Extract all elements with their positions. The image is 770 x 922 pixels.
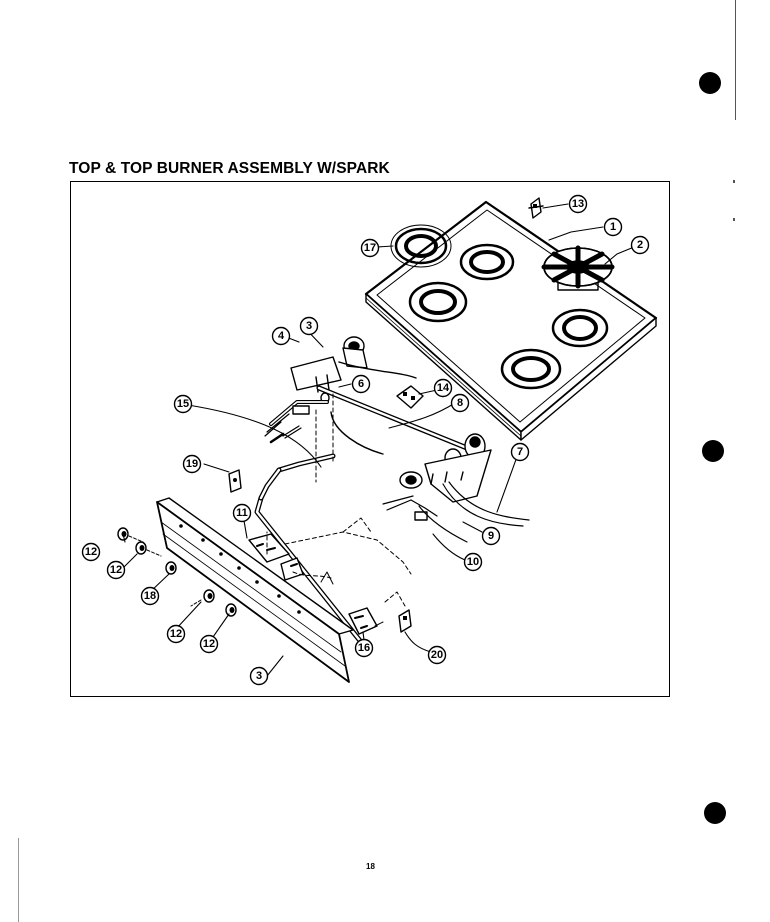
callout-11: 11: [232, 503, 252, 523]
callout-label: 11: [236, 507, 248, 519]
burner-grate-ring: [408, 281, 468, 323]
spark-module: [396, 385, 424, 409]
callout-label: 12: [170, 628, 182, 640]
callout-18: 18: [140, 586, 160, 606]
spark-burner-head: [541, 245, 615, 291]
callout-3-panel: 3: [249, 666, 269, 686]
callout-label: 9: [488, 530, 494, 542]
assembly-drawing: 1 2 3 3 4 6 7 8 9 10 11 12 12 12 12 13 1…: [81, 194, 658, 686]
control-knob: [190, 589, 215, 607]
igniter-switch-cluster: [248, 533, 334, 585]
callout-12-b: 12: [106, 560, 126, 580]
callout-7: 7: [510, 442, 530, 462]
wire-harness-dashed: [266, 517, 412, 607]
page-number: 18: [366, 862, 375, 871]
callout-label: 2: [637, 239, 643, 251]
diagram-frame: 1 2 3 3 4 6 7 8 9 10 11 12 12 12 12 13 1…: [70, 181, 670, 697]
callout-19: 19: [182, 454, 202, 474]
control-knob: [117, 527, 144, 543]
callout-15: 15: [173, 394, 193, 414]
igniter-switch: [348, 607, 384, 635]
diagram-title: TOP & TOP BURNER ASSEMBLY w/SPARK: [69, 160, 390, 177]
callout-12-c: 12: [166, 624, 186, 644]
callout-label: 12: [85, 546, 97, 558]
callout-label: 7: [517, 446, 523, 458]
callout-20: 20: [427, 645, 447, 665]
burner-valve-assembly: [264, 336, 530, 543]
callout-3-top: 3: [299, 316, 319, 336]
callout-2: 2: [630, 235, 650, 255]
callout-label: 17: [364, 242, 376, 254]
callout-label: 3: [306, 320, 312, 332]
callout-label: 14: [437, 382, 450, 394]
callout-label: 12: [203, 638, 215, 650]
page-edge-mark: [733, 218, 735, 221]
burner-grate-ring: [390, 224, 452, 268]
callout-label: 1: [610, 221, 616, 233]
page-left-edge-line: [18, 838, 19, 922]
burner-grate-ring: [500, 348, 562, 390]
control-knob: [165, 561, 177, 575]
callout-label: 12: [110, 564, 122, 576]
callout-13: 13: [568, 194, 588, 214]
page-edge-mark: [733, 180, 735, 183]
callout-label: 16: [358, 642, 370, 654]
callout-12-d: 12: [199, 634, 219, 654]
callout-label: 10: [467, 556, 479, 568]
callout-label: 4: [278, 330, 285, 342]
mounting-bracket: [398, 609, 412, 633]
callout-4: 4: [271, 326, 291, 346]
binding-hole-middle: [702, 440, 724, 462]
callout-12-a: 12: [81, 542, 101, 562]
callout-16: 16: [354, 638, 374, 658]
callout-label: 3: [256, 670, 262, 682]
control-knob: [135, 541, 162, 557]
control-panel: [156, 497, 354, 683]
binding-hole-bottom: [704, 802, 726, 824]
page-edge-line: [735, 0, 736, 120]
callout-1: 1: [603, 217, 623, 237]
callout-9: 9: [481, 526, 501, 546]
callout-label: 20: [431, 649, 443, 661]
callout-label: 15: [177, 398, 189, 410]
gas-supply-pipe: [254, 393, 364, 645]
callout-14: 14: [433, 378, 453, 398]
burner-grate-ring: [551, 308, 609, 348]
callout-8: 8: [450, 393, 470, 413]
callout-17: 17: [360, 238, 380, 258]
burner-grate-ring: [459, 243, 515, 281]
top-bracket: [528, 197, 544, 219]
callout-10: 10: [463, 552, 483, 572]
callout-label: 13: [572, 198, 584, 210]
control-knob: [225, 603, 237, 617]
callout-label: 18: [144, 590, 156, 602]
binding-hole-top: [699, 72, 721, 94]
valve-bracket: [228, 469, 242, 493]
callout-label: 19: [186, 458, 198, 470]
callout-label: 6: [358, 378, 364, 390]
callout-label: 8: [457, 397, 463, 409]
callout-leaders: [122, 203, 635, 677]
callout-6: 6: [351, 374, 371, 394]
